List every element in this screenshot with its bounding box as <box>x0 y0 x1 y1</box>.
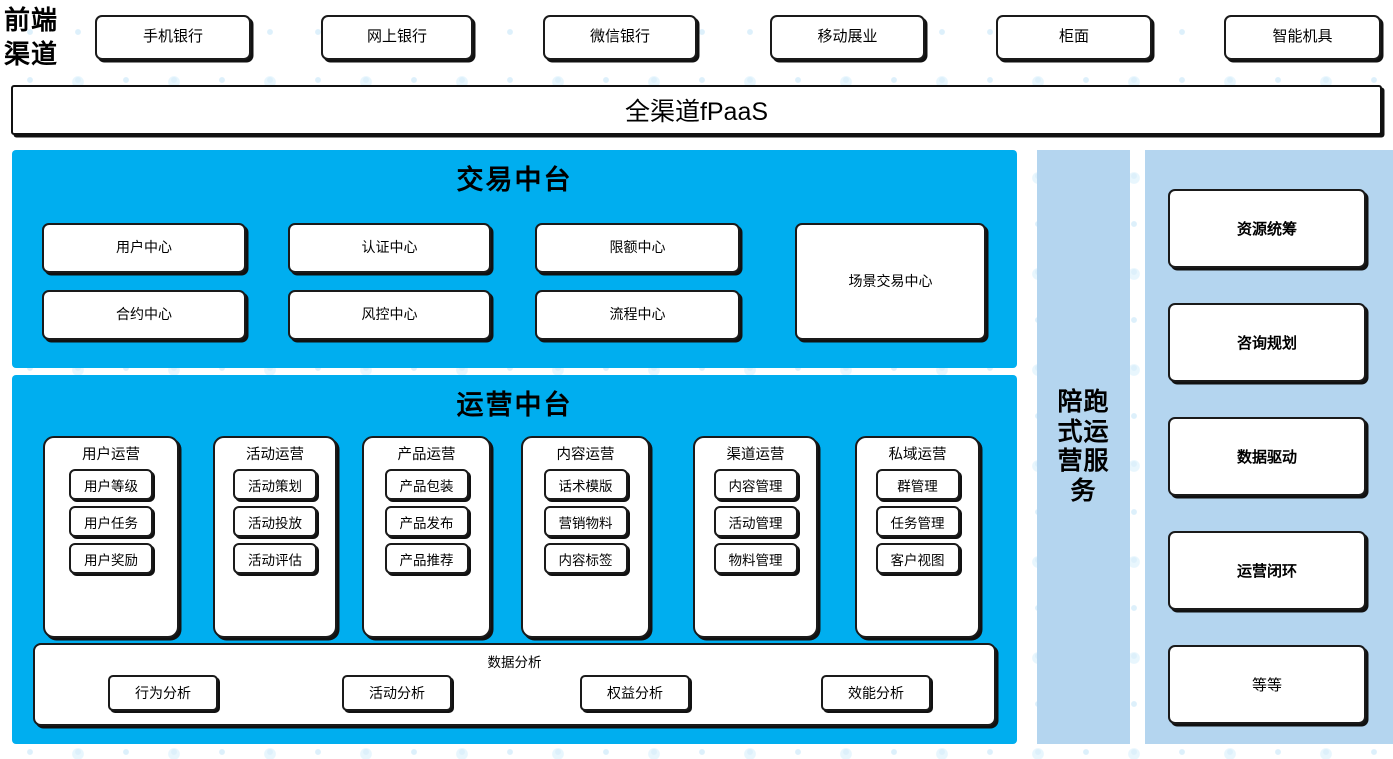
front-channel-label-line2: 渠道 <box>4 40 59 69</box>
analysis-box-benefit[interactable]: 权益分析 <box>580 675 690 711</box>
trade-box-user-center[interactable]: 用户中心 <box>42 223 246 273</box>
analysis-box-behavior[interactable]: 行为分析 <box>108 675 218 711</box>
ops-group-item[interactable]: 活动投放 <box>233 506 317 537</box>
channel-box-counter[interactable]: 柜面 <box>996 15 1152 60</box>
capability-box-data-driven[interactable]: 数据驱动 <box>1168 417 1366 496</box>
ops-platform-title: 运营中台 <box>456 390 573 420</box>
ops-group-item[interactable]: 用户任务 <box>69 506 153 537</box>
channel-box-smart-machine[interactable]: 智能机具 <box>1224 15 1381 60</box>
ops-group-item[interactable]: 话术模版 <box>543 469 628 500</box>
channel-box-wechat-bank[interactable]: 微信银行 <box>543 15 697 60</box>
trade-box-label: 流程中心 <box>609 306 666 323</box>
trade-platform-title: 交易中台 <box>456 165 573 195</box>
ops-group-channel-operations[interactable]: 渠道运营 内容管理 活动管理 物料管理 <box>693 436 818 638</box>
ops-group-content-operations[interactable]: 内容运营 话术模版 营销物料 内容标签 <box>521 436 650 638</box>
channel-label: 智能机具 <box>1272 28 1333 46</box>
analysis-box-campaign[interactable]: 活动分析 <box>342 675 452 711</box>
ops-group-title: 用户运营 <box>82 447 140 463</box>
capability-box-etc[interactable]: 等等 <box>1168 645 1366 724</box>
front-channel-label: 前端 渠道 <box>4 2 90 74</box>
capability-box-consulting-planning[interactable]: 咨询规划 <box>1168 303 1366 382</box>
trade-box-scenario-trade-center[interactable]: 场景交易中心 <box>795 223 986 340</box>
ops-group-private-domain-operations[interactable]: 私域运营 群管理 任务管理 客户视图 <box>855 436 980 638</box>
capability-column: 资源统筹 咨询规划 数据驱动 运营闭环 等等 <box>1145 150 1393 744</box>
trade-box-label: 风控中心 <box>361 306 418 323</box>
ops-group-item[interactable]: 内容管理 <box>713 469 798 500</box>
omnichannel-fpaas-bar[interactable]: 全渠道fPaaS <box>11 85 1382 135</box>
ops-group-item[interactable]: 任务管理 <box>875 506 960 537</box>
capability-box-resource-coordination[interactable]: 资源统筹 <box>1168 189 1366 268</box>
channel-label: 手机银行 <box>142 28 203 46</box>
trade-box-label: 认证中心 <box>361 239 418 256</box>
ops-group-item[interactable]: 用户等级 <box>69 469 153 500</box>
front-channel-label-line1: 前端 <box>4 6 59 36</box>
service-column-label: 陪跑式运营服务 <box>1057 388 1110 505</box>
ops-group-item[interactable]: 活动评估 <box>233 543 317 574</box>
trade-box-label: 用户中心 <box>116 239 172 256</box>
ops-group-item[interactable]: 活动管理 <box>713 506 798 537</box>
trade-box-contract-center[interactable]: 合约中心 <box>42 290 246 340</box>
ops-group-item[interactable]: 群管理 <box>875 469 960 500</box>
accompanying-operation-service-column: 陪跑式运营服务 <box>1037 150 1130 744</box>
trade-box-limit-center[interactable]: 限额中心 <box>535 223 740 273</box>
ops-group-item[interactable]: 活动策划 <box>233 469 317 500</box>
ops-group-user-operations[interactable]: 用户运营 用户等级 用户任务 用户奖励 <box>43 436 179 638</box>
ops-group-item[interactable]: 产品发布 <box>384 506 469 537</box>
ops-group-title: 产品运营 <box>397 447 456 463</box>
trade-box-auth-center[interactable]: 认证中心 <box>288 223 491 273</box>
channel-label: 柜面 <box>1058 28 1089 46</box>
ops-group-item[interactable]: 客户视图 <box>875 543 960 574</box>
fpaas-label: 全渠道fPaaS <box>624 98 769 126</box>
data-analysis-card: 数据分析 行为分析 活动分析 权益分析 效能分析 <box>33 643 996 726</box>
trade-middle-platform-panel: 交易中台 用户中心 认证中心 限额中心 合约中心 风控中心 流程中心 场景交易中… <box>12 150 1017 368</box>
trade-box-label: 场景交易中心 <box>848 272 933 289</box>
ops-group-title: 渠道运营 <box>726 447 785 463</box>
ops-group-campaign-operations[interactable]: 活动运营 活动策划 活动投放 活动评估 <box>213 436 337 638</box>
channel-label: 网上银行 <box>366 28 427 46</box>
ops-group-title: 私域运营 <box>888 447 947 463</box>
channel-box-mobile-bank[interactable]: 手机银行 <box>95 15 251 60</box>
channel-label: 微信银行 <box>589 28 650 46</box>
ops-group-item[interactable]: 物料管理 <box>713 543 798 574</box>
trade-box-process-center[interactable]: 流程中心 <box>535 290 740 340</box>
ops-group-item[interactable]: 内容标签 <box>543 543 628 574</box>
channel-box-mobile-sales[interactable]: 移动展业 <box>770 15 925 60</box>
trade-box-label: 合约中心 <box>116 306 172 323</box>
trade-box-risk-center[interactable]: 风控中心 <box>288 290 491 340</box>
ops-group-title: 活动运营 <box>246 447 304 463</box>
channel-box-online-bank[interactable]: 网上银行 <box>321 15 473 60</box>
ops-group-title: 内容运营 <box>556 447 615 463</box>
ops-group-item[interactable]: 营销物料 <box>543 506 628 537</box>
ops-group-product-operations[interactable]: 产品运营 产品包装 产品发布 产品推荐 <box>362 436 491 638</box>
ops-group-item[interactable]: 用户奖励 <box>69 543 153 574</box>
channel-label: 移动展业 <box>817 28 878 46</box>
ops-group-item[interactable]: 产品推荐 <box>384 543 469 574</box>
capability-box-operation-closed-loop[interactable]: 运营闭环 <box>1168 531 1366 610</box>
trade-box-label: 限额中心 <box>609 239 666 256</box>
ops-group-item[interactable]: 产品包装 <box>384 469 469 500</box>
analysis-box-efficiency[interactable]: 效能分析 <box>821 675 931 711</box>
data-analysis-title: 数据分析 <box>487 655 542 670</box>
